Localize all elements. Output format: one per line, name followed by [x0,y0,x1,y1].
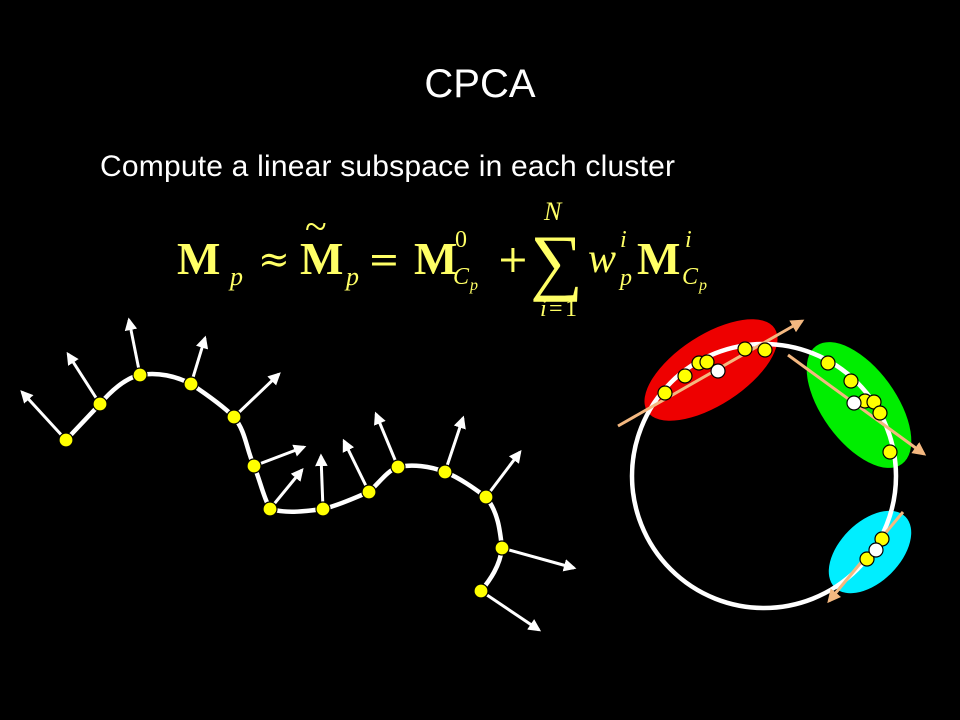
formula-sum-upper-n: N [543,197,563,226]
cluster-mean-icon [846,395,862,411]
formula-sub-p-1: p [228,262,243,291]
sample-point-icon [677,368,693,384]
arrow-icon [484,449,522,498]
formula-plus-sign: + [497,237,529,281]
arrow-icon [253,444,307,468]
formula-sub-c-p-2: p [698,277,707,294]
formula-w-sup-i: i [620,227,627,253]
arrow-icon [315,453,328,510]
formula-m-basis: M [637,233,680,284]
sample-point-icon [872,405,888,421]
formula-m-tilde: M [300,233,343,284]
sample-point-icon [494,540,510,556]
formula-sub-p-2: p [344,262,359,291]
slide-title: CPCA [424,62,536,106]
cluster-mean-icon [868,542,884,558]
sample-point-icon [478,489,494,505]
axis-red [617,319,805,428]
sample-point-icon [657,385,673,401]
sample-point-icon [183,376,199,392]
cluster-points [657,341,898,567]
sample-point-icon [699,354,715,370]
sample-point-icon [92,396,108,412]
formula-w-sub-p: p [618,265,632,291]
arrow-icon [501,546,577,572]
sample-point-icon [315,501,331,517]
sample-point-icon [58,432,74,448]
formula-sum-lower-equals: = [549,296,563,322]
sample-point-icon [226,409,242,425]
arrow-icon [124,317,142,376]
formula-sub-c-1: C [453,264,470,290]
sample-point-icon [882,444,898,460]
sample-point-icon [132,367,148,383]
arrow-icon [342,438,371,493]
sample-point-icon [390,459,406,475]
sample-point-icon [437,464,453,480]
arrow-icon [66,351,102,405]
sample-point-icon [859,551,875,567]
sample-point-icon [262,501,278,517]
sample-point-icon [246,458,262,474]
formula-sum-sign: ∑ [530,221,583,303]
arrow-icon [20,390,68,442]
sample-points [58,367,510,599]
formula-sub-c-2: C [682,264,699,290]
normal-arrows [20,317,577,632]
sample-point-icon [820,355,836,371]
formula-equals-sign: = [368,237,400,281]
arrow-icon [443,415,466,473]
sample-point-icon [737,341,753,357]
arrow-icon [232,372,281,419]
sample-point-icon [473,583,489,599]
cluster-mean-icon [710,363,726,379]
sample-point-icon [361,484,377,500]
arrow-icon [189,335,209,385]
formula-basis-sup-i: i [685,227,692,253]
formula-w: w [588,236,616,282]
formula-sup-zero: 0 [455,227,467,253]
formula-sub-c-p-1: p [469,277,478,294]
sample-point-icon [843,373,859,389]
formula-m-mean: M [414,233,457,284]
formula-sum-lower-one: 1 [565,296,577,322]
formula-approx-sign: ≈ [258,237,290,281]
formula-sum-lower-i: i [540,296,547,322]
arrow-icon [374,411,400,468]
slide-subtitle: Compute a linear subspace in each cluste… [100,150,676,183]
arrow-icon [480,589,542,632]
formula-m-left: M [177,233,220,284]
arrow-icon [268,468,304,510]
formula-tilde: ~ [305,204,327,249]
sample-point-icon [757,342,773,358]
